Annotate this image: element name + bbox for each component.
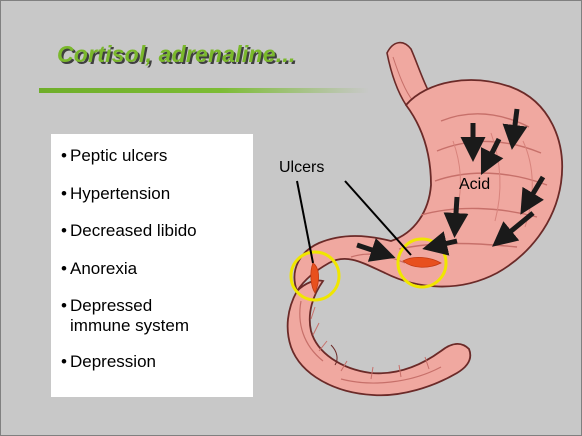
ulcers-pointer-left xyxy=(297,181,313,263)
ulcers-label: Ulcers xyxy=(279,159,324,177)
acid-label: Acid xyxy=(459,176,490,194)
duodenum-shape xyxy=(288,280,471,395)
